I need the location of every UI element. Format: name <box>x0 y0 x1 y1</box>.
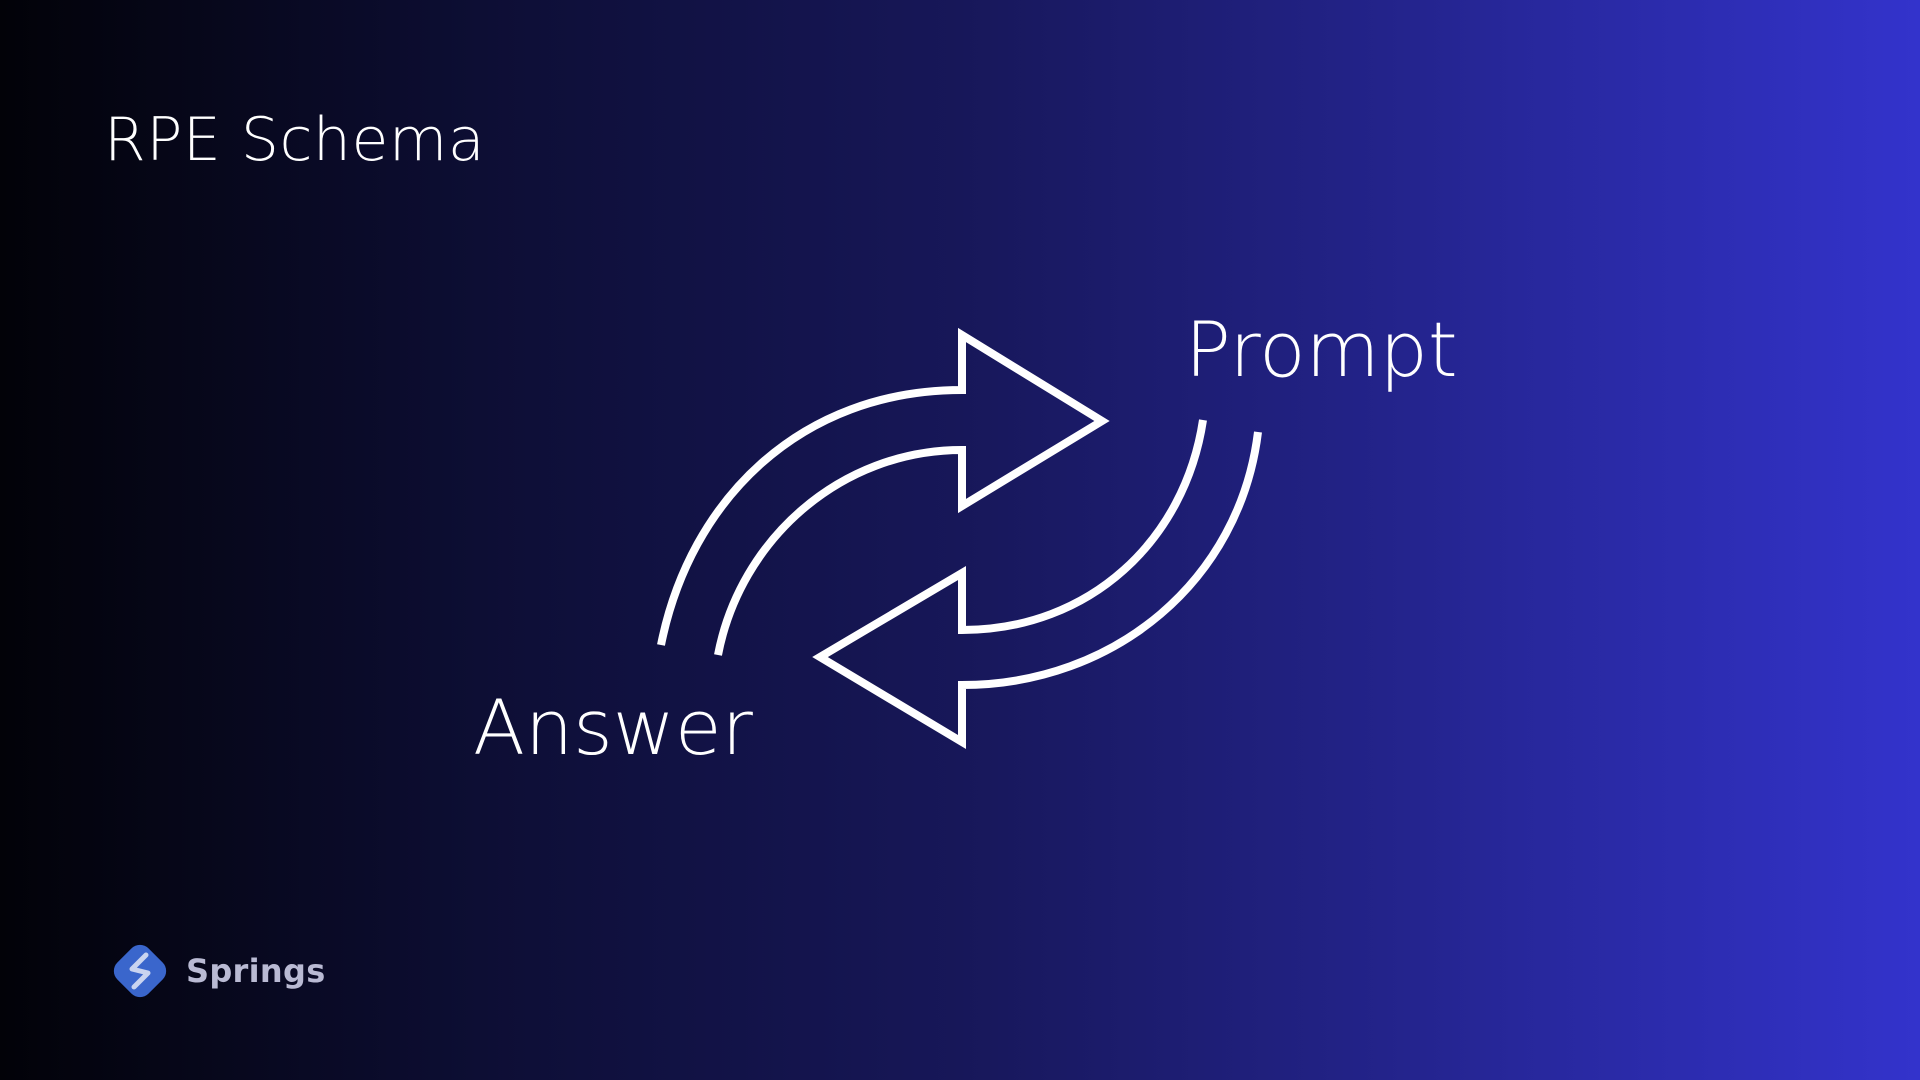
node-prompt-label: Prompt <box>1185 305 1458 394</box>
springs-logo-icon <box>113 944 167 998</box>
brand-footer: Springs <box>106 937 326 1005</box>
brand-name: Springs <box>186 952 326 990</box>
node-answer-label: Answer <box>473 683 753 772</box>
arrow-prompt-to-answer <box>812 419 1262 750</box>
slide-title: RPE Schema <box>104 105 486 175</box>
cycle-arrows-icon <box>657 327 1262 750</box>
arrow-answer-to-prompt <box>657 327 1110 656</box>
